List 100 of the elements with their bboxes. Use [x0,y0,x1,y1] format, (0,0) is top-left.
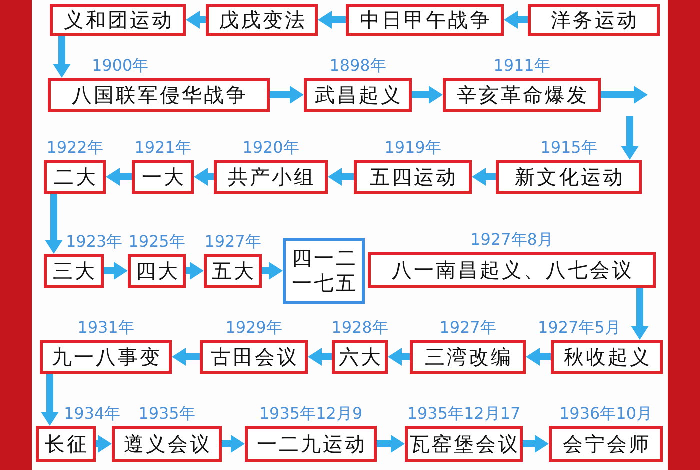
year-label: 1920年 [242,139,300,157]
event-box [214,160,328,194]
year-label: 1927年5月 [538,319,621,337]
event-title: 洋务运动 [550,8,639,32]
event-title: 瓦窑堡会议 [409,432,520,456]
year-label: 1922年 [46,139,104,157]
arrow [621,116,639,160]
event-box [496,160,642,194]
event-box [128,254,186,288]
year-label: 1934年 [64,405,121,423]
event-box [443,78,601,112]
event-box [549,426,663,462]
event-title: 共产小组 [227,164,316,190]
arrow [96,435,112,453]
year-label: 1900年 [92,57,149,75]
event-title: 长征 [44,432,89,456]
event-box [332,340,388,374]
event-box [528,4,660,36]
event-box [44,254,104,288]
arrow [106,168,132,186]
event-box [346,4,504,36]
year-label: 1935年12月9 [259,405,363,423]
event-box [200,340,308,374]
event-box [48,78,270,112]
event-box [354,160,472,194]
year-label: 1923年 [66,233,123,251]
event-box [206,4,318,36]
arrow [222,435,245,453]
event-title: 五大 [211,258,256,284]
year-label: 1921年 [134,139,192,157]
arrow [186,11,206,29]
arrow [186,262,204,280]
arrow [194,168,214,186]
event-title: 中日甲午战争 [359,8,492,32]
arrow [388,348,410,366]
arrow [53,36,71,78]
event-title: 五四运动 [369,164,458,190]
event-title: 二大 [53,164,98,190]
arrow [523,435,549,453]
year-label: 1927年 [440,319,496,337]
arrow [504,11,528,29]
year-label: 1935年12月17 [407,405,521,423]
event-title: 武昌起义 [314,82,403,108]
event-title: 四大 [135,258,180,284]
year-label: 1927年8月 [470,231,554,249]
event-box [132,160,194,194]
year-label: 1928年 [332,319,388,337]
event-box [368,252,656,288]
arrow [631,288,649,340]
event-title: 九一八事变 [51,344,162,370]
event-box [410,340,526,374]
arrow [472,168,496,186]
arrow [172,348,200,366]
event-box [204,254,262,288]
year-label: 1911年 [494,57,550,75]
event-title: 辛亥革命爆发 [456,82,589,108]
event-box [551,340,663,374]
arrow [526,348,551,366]
arrow [328,168,354,186]
event-title: 遵义会议 [123,432,212,456]
event-box [245,426,377,462]
arrow [262,262,283,280]
event-title: 三湾改编 [424,344,513,370]
year-label: 1925年 [128,233,186,251]
event-title: 戊戌变法 [218,8,307,32]
arrow [104,262,128,280]
year-label: 1927年 [204,233,262,251]
event-title: 三大 [52,258,97,284]
event-title: 六大 [338,344,383,370]
year-label: 1936年10月 [559,405,653,423]
arrow [601,86,648,104]
year-label: 1931年 [78,319,134,337]
event-box [36,426,96,462]
event-box [112,426,222,462]
year-label: 1935年 [138,405,196,423]
arrow [41,374,59,426]
event-title: 新文化运动 [514,164,625,190]
event-title: 会宁会师 [562,432,651,456]
event-box [304,78,412,112]
event-title: 古田会议 [210,344,299,370]
year-label: 1929年 [226,319,282,337]
event-box [283,238,365,304]
event-title: 一七五 [291,271,358,296]
event-box [44,160,106,194]
arrow [45,194,63,254]
year-label: 1919年 [384,139,442,157]
year-label: 1915年 [540,139,598,157]
event-box [50,4,186,36]
event-title: 八一南昌起义、八七会议 [391,258,634,282]
event-title: 一二九运动 [256,432,367,456]
arrow [318,11,346,29]
event-box [405,426,523,462]
arrow [377,435,405,453]
arrow [308,348,332,366]
arrow [270,86,304,104]
event-box [40,340,172,374]
year-label: 1898年 [330,57,386,75]
event-title: 一大 [141,164,186,190]
arrow [412,86,443,104]
event-title: 四一二 [291,246,358,271]
